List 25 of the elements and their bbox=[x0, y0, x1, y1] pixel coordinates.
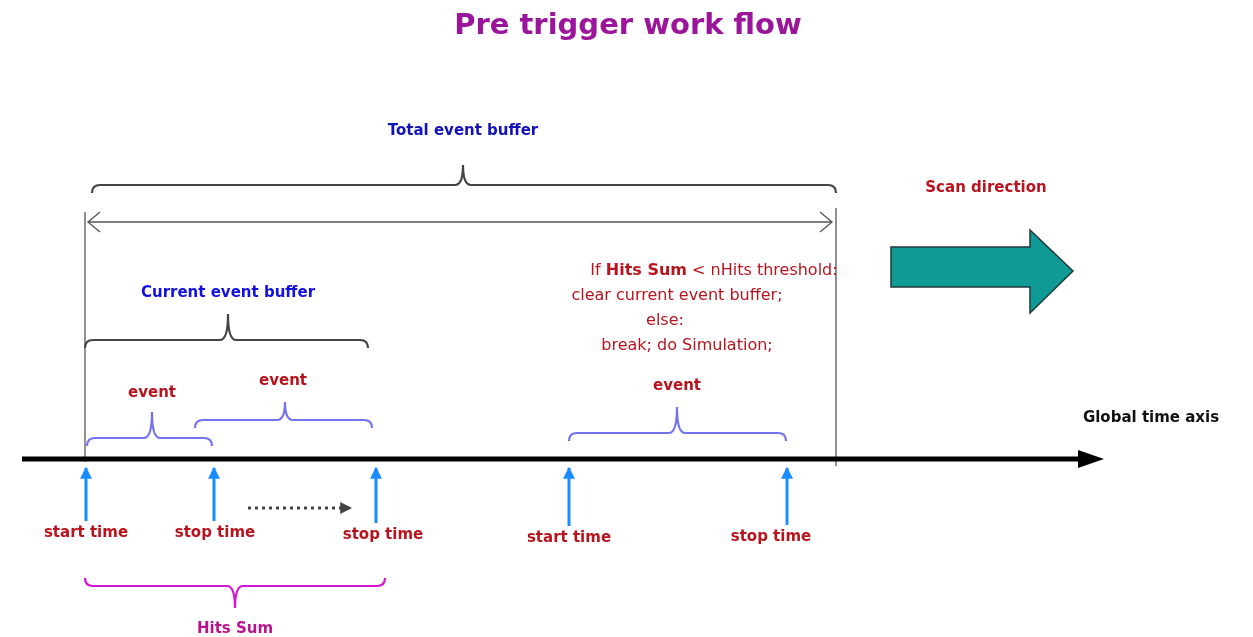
arrow bbox=[563, 466, 575, 526]
label: Current event buffer bbox=[140, 283, 316, 301]
label: Total event buffer bbox=[387, 121, 539, 139]
title: Pre trigger work flow bbox=[454, 6, 802, 42]
label: Scan direction bbox=[925, 178, 1047, 196]
condition-text: If Hits Sum < nHits threshold: bbox=[590, 260, 838, 280]
time-label: stop time bbox=[174, 523, 256, 541]
label: event bbox=[128, 383, 176, 401]
arrow bbox=[370, 466, 382, 523]
condition-text: clear current event buffer; bbox=[571, 285, 783, 305]
time-label: start time bbox=[526, 528, 612, 546]
time-label: start time bbox=[43, 523, 129, 541]
time-axis bbox=[22, 450, 1104, 468]
arrow bbox=[208, 466, 220, 521]
label: event bbox=[653, 376, 701, 394]
time-label: stop time bbox=[342, 525, 424, 543]
time-label: stop time bbox=[730, 527, 812, 545]
condition-text: else: bbox=[646, 310, 684, 330]
axis-label: Global time axis bbox=[1082, 408, 1220, 426]
arrow bbox=[80, 466, 92, 521]
arrow bbox=[781, 466, 793, 525]
condition-text: break; do Simulation; bbox=[601, 335, 773, 355]
label: event bbox=[259, 371, 307, 389]
dotted-arrow bbox=[248, 502, 353, 514]
label: Hits Sum bbox=[196, 619, 274, 637]
